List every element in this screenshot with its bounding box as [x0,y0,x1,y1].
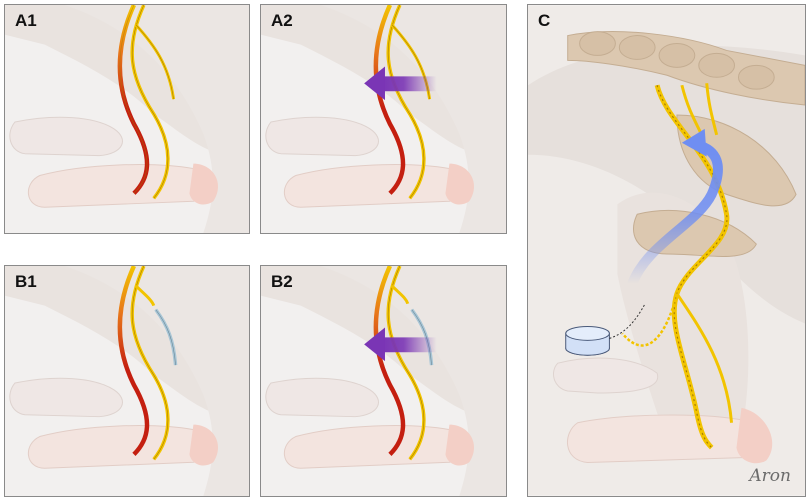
blue-arrow-icon [627,128,723,289]
sciatic-nerve [621,83,734,450]
panel-a1: A1 [4,4,250,234]
artist-signature: Aron [749,466,791,486]
panel-b1: B1 [4,265,250,497]
vertebral-column [567,31,805,106]
rat-hindlimb-illustration-b2 [261,266,506,496]
panel-label-a2: A2 [271,11,293,30]
panel-b2: B2 [260,265,507,497]
panel-c: C Aron [527,4,806,497]
pelvis [676,114,797,207]
rat-hindlimb-illustration-a2 [261,5,506,233]
panel-label-c: C [538,11,551,30]
panel-label-b2: B2 [271,272,293,291]
purple-arrow-icon [364,66,437,101]
petri-dish-icon [565,325,610,356]
rat-hindlimb-illustration-b1 [5,266,249,496]
panel-label-a1: A1 [15,11,37,30]
panel-a2: A2 [260,4,507,234]
panel-label-b1: B1 [15,272,37,291]
rat-spine-and-limb-illustration [528,5,805,496]
rat-hindlimb-illustration-a1 [5,5,249,233]
purple-arrow-icon [364,327,437,362]
